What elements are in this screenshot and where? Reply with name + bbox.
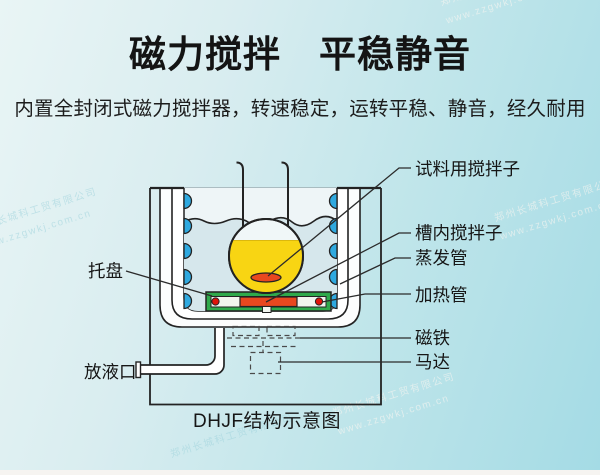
bottom-strip — [0, 470, 600, 475]
leader-lines — [125, 167, 411, 363]
housing-outline — [149, 188, 382, 406]
label-motor: 马达 — [415, 352, 450, 372]
drain-port-opening — [135, 361, 142, 379]
label-drain-port: 放液口 — [84, 362, 137, 382]
coil-bump — [183, 217, 193, 235]
page-subtitle: 内置全封闭式磁力搅拌器，转速稳定，运转平稳、静音，经久耐用 — [14, 98, 586, 120]
coil-bump — [183, 292, 193, 310]
flask-support-rod — [236, 161, 244, 227]
diagram-caption: DHJF结构示意图 — [193, 410, 341, 432]
flask-outline — [228, 218, 304, 294]
magnet-dashed — [232, 325, 260, 337]
leader-heating-tube — [321, 293, 411, 303]
sample-stirrer-bar — [250, 272, 282, 283]
stirrer-pedestal — [262, 306, 272, 313]
flask-support-rod — [281, 161, 289, 226]
label-tray: 托盘 — [88, 261, 123, 281]
coil-bump — [183, 192, 193, 210]
label-evaporation-tube: 蒸发管 — [415, 248, 468, 268]
drain-pipe — [139, 328, 225, 375]
leader-tray — [125, 270, 213, 297]
motor-dashed — [249, 351, 282, 375]
coil-bump — [183, 242, 193, 260]
label-sample-stirrer: 试料用搅拌子 — [415, 159, 520, 179]
leader-sample-stirrer — [267, 167, 411, 277]
heating-tube-dots — [211, 297, 324, 306]
label-magnet: 磁铁 — [415, 328, 450, 348]
heating-tube-dot — [211, 297, 220, 306]
coil-bump — [328, 268, 338, 286]
coil-bump — [328, 192, 338, 210]
flask-liquid — [229, 240, 303, 293]
page-title: 磁力搅拌 平稳静音 — [129, 34, 471, 75]
heating-tube-dot — [314, 297, 324, 306]
leader-evaporation-tube — [339, 257, 411, 285]
tank-stirrer-bar — [239, 296, 298, 308]
label-tank-stirrer: 槽内搅拌子 — [415, 223, 503, 243]
label-heating-tube: 加热管 — [415, 285, 468, 305]
coil-bump — [328, 242, 338, 260]
magnet-dashed — [266, 325, 296, 337]
magnet-motor-assembly — [227, 325, 300, 375]
leader-tank-stirrer — [265, 232, 411, 303]
coil-bump — [328, 217, 338, 235]
coil-bump — [183, 268, 193, 286]
